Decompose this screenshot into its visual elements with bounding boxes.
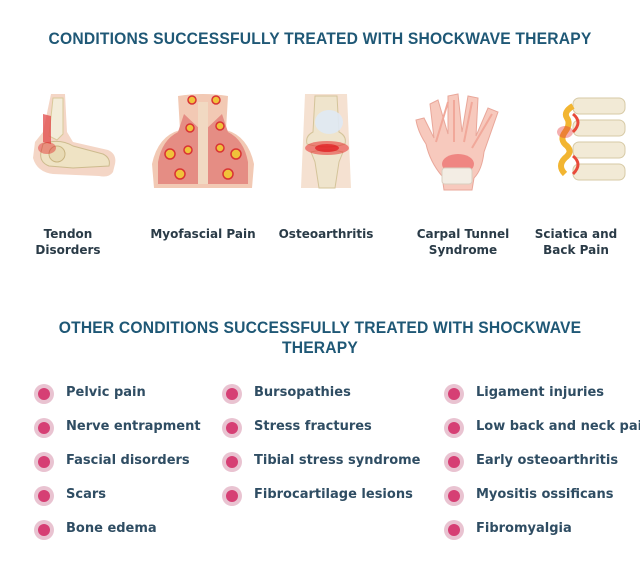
condition-label: Carpal Tunnel Syndrome: [416, 227, 510, 257]
list-item-label: Fascial disorders: [66, 453, 190, 468]
list-item-label: Low back and neck pain: [476, 419, 640, 434]
bullet-icon: [444, 418, 464, 438]
condition-label: Osteoarthritis: [278, 227, 374, 241]
bullet-icon: [444, 452, 464, 472]
condition-label: Tendon Disorders: [35, 227, 101, 257]
hand-wrist-icon: [415, 93, 499, 191]
bullet-icon: [444, 384, 464, 404]
list-item-label: Bursopathies: [254, 385, 351, 400]
bullet-icon: [444, 486, 464, 506]
bullet-icon: [222, 384, 242, 404]
condition-label: Sciatica and Back Pain: [534, 227, 618, 257]
condition-card-carpal-tunnel: Carpal Tunnel Syndrome: [399, 92, 527, 257]
bullet-icon: [34, 520, 54, 540]
list-item-label: Bone edema: [66, 521, 157, 536]
bullet-icon: [34, 452, 54, 472]
list-item-label: Pelvic pain: [66, 385, 146, 400]
list-item-label: Tibial stress syndrome: [254, 453, 421, 468]
bullet-icon: [444, 520, 464, 540]
condition-card-myofascial: Myofascial Pain: [139, 92, 267, 241]
spine-icon: [557, 97, 626, 181]
other-heading: OTHER CONDITIONS SUCCESSFULLY TREATED WI…: [58, 318, 582, 357]
condition-card-tendon: Tendon Disorders: [4, 92, 132, 257]
bullet-icon: [222, 452, 242, 472]
bullet-icon: [34, 384, 54, 404]
list-item-label: Scars: [66, 487, 106, 502]
condition-label: Myofascial Pain: [150, 227, 256, 241]
list-item-label: Early osteoarthritis: [476, 453, 619, 468]
bullet-icon: [222, 418, 242, 438]
foot-ankle-icon: [33, 94, 116, 177]
list-item-label: Stress fractures: [254, 419, 372, 434]
list-item-label: Fibromyalgia: [476, 521, 572, 536]
knee-joint-icon: [301, 94, 351, 189]
bullet-icon: [34, 418, 54, 438]
condition-card-osteoarthritis: Osteoarthritis: [262, 92, 390, 241]
bullet-icon: [34, 486, 54, 506]
list-item-label: Fibrocartilage lesions: [254, 487, 413, 502]
main-heading: CONDITIONS SUCCESSFULLY TREATED WITH SHO…: [48, 29, 592, 48]
neck-shoulder-icon: [152, 94, 254, 188]
list-item-label: Nerve entrapment: [66, 419, 201, 434]
list-item-label: Myositis ossificans: [476, 487, 614, 502]
list-item-label: Ligament injuries: [476, 385, 605, 400]
condition-card-sciatica: Sciatica and Back Pain: [512, 92, 640, 257]
bullet-icon: [222, 486, 242, 506]
